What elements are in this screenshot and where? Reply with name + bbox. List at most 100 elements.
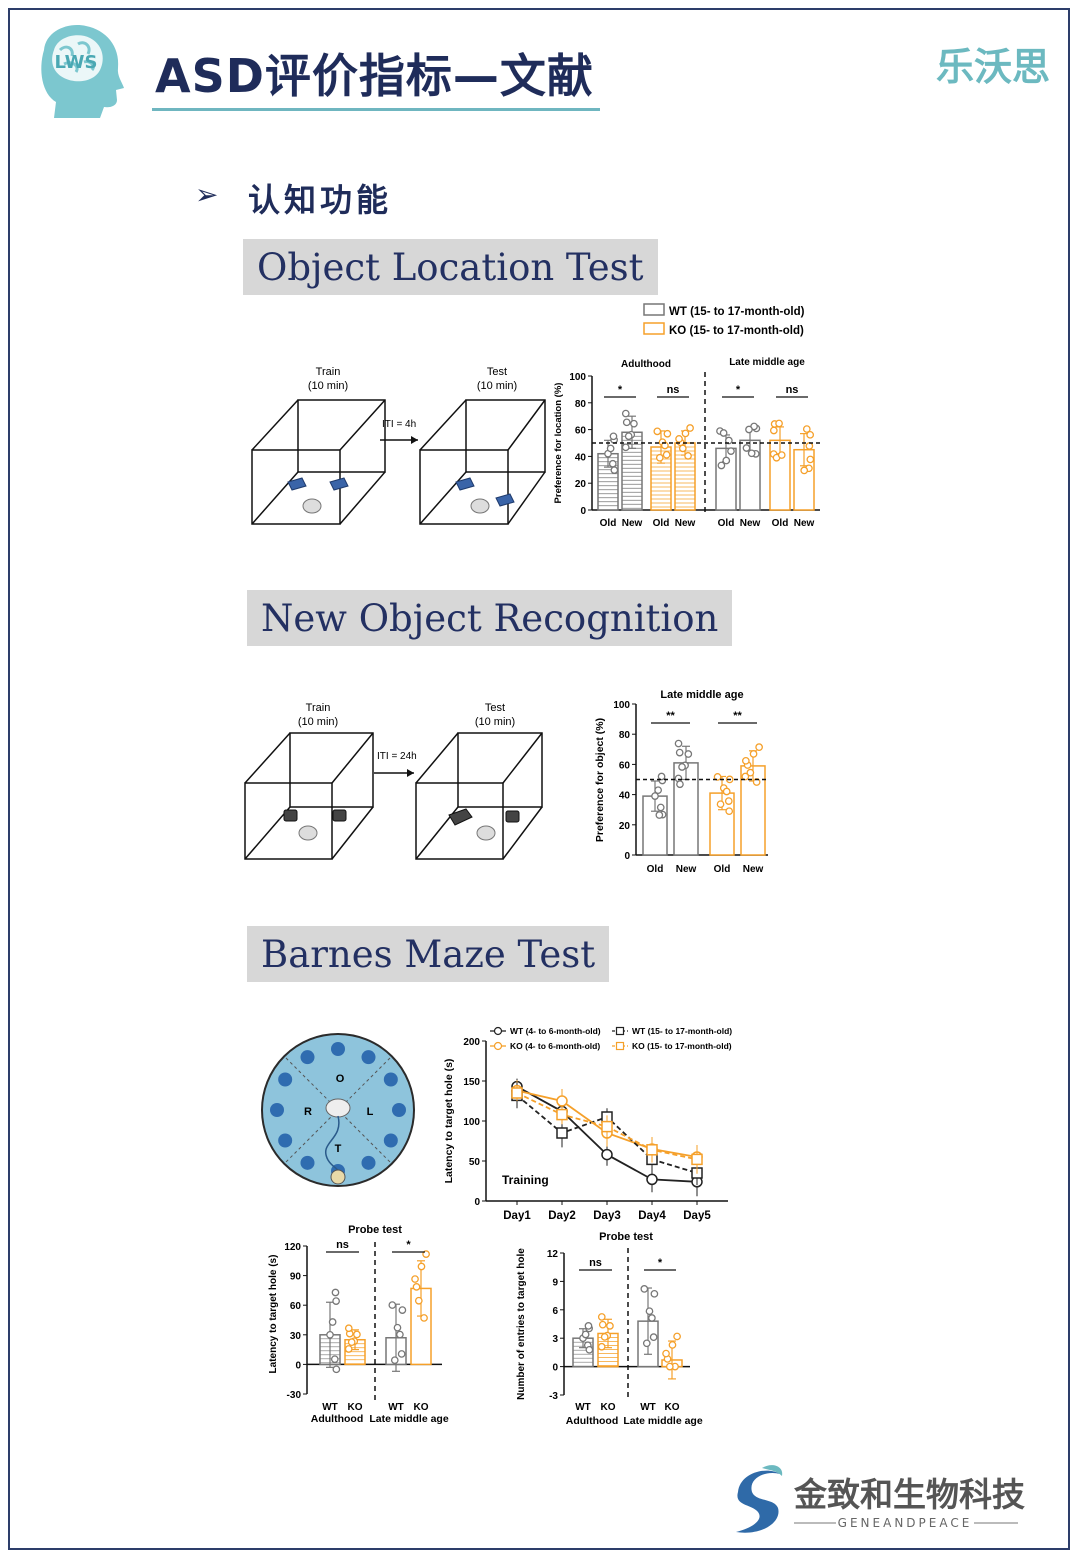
x-tick-label: WT xyxy=(640,1402,656,1413)
group-label: Late middle age xyxy=(623,1415,703,1427)
data-point xyxy=(621,443,630,452)
maze-hole xyxy=(383,1133,398,1148)
x-tick-label: Old xyxy=(714,864,731,875)
y-tick-label: 12 xyxy=(547,1249,559,1260)
chart-title: Probe test xyxy=(599,1231,653,1243)
maze-label-o: O xyxy=(336,1073,345,1085)
significance-label: ** xyxy=(666,710,675,722)
y-tick-label: 100 xyxy=(569,372,586,383)
data-point xyxy=(747,449,756,458)
x-tick-label: Old xyxy=(772,518,789,529)
data-point xyxy=(656,803,665,812)
data-point xyxy=(777,451,786,459)
x-tick-label: New xyxy=(794,518,815,529)
olt-train-label: Train xyxy=(316,366,341,378)
nor-iti-label: ITI = 24h xyxy=(377,751,417,762)
data-point xyxy=(556,1095,568,1107)
data-point xyxy=(414,1296,423,1305)
x-tick-label: KO xyxy=(348,1402,363,1413)
group-label: Adulthood xyxy=(621,359,671,370)
data-point xyxy=(332,1297,340,1305)
data-point xyxy=(645,1307,654,1316)
y-tick-label: 100 xyxy=(463,1117,480,1128)
maze-hole xyxy=(392,1103,406,1117)
y-tick-label: 6 xyxy=(552,1306,558,1317)
data-point xyxy=(417,1262,426,1271)
y-tick-label: 50 xyxy=(469,1157,481,1168)
x-tick-label: New xyxy=(743,864,764,875)
y-tick-label: 100 xyxy=(613,700,630,711)
x-tick-label: Day3 xyxy=(593,1210,621,1222)
maze-hole xyxy=(361,1155,376,1170)
maze-hole xyxy=(361,1050,376,1065)
y-tick-label: 40 xyxy=(575,452,587,463)
chart-annotation: Training xyxy=(502,1173,549,1187)
x-tick-label: New xyxy=(676,864,697,875)
y-axis-label: Latency to target hole (s) xyxy=(268,1255,279,1374)
data-point xyxy=(745,425,753,434)
y-tick-label: 20 xyxy=(575,479,587,490)
group-label: Adulthood xyxy=(311,1413,363,1425)
title-underline xyxy=(152,108,600,111)
x-tick-label: Day2 xyxy=(548,1210,576,1222)
logo-text: LWS xyxy=(55,52,98,73)
data-point xyxy=(648,1314,656,1322)
bullet-arrow-icon: ➢ xyxy=(195,178,219,211)
data-point xyxy=(713,773,722,781)
data-point xyxy=(724,797,733,805)
data-point xyxy=(420,1314,428,1322)
legend-label-wt: WT (15- to 17-month-old) xyxy=(669,306,805,318)
data-point xyxy=(598,1320,607,1329)
data-point xyxy=(649,1333,658,1342)
legend-label: KO (4- to 6-month-old) xyxy=(510,1041,600,1051)
y-tick-label: -30 xyxy=(287,1390,302,1401)
legend-label: KO (15- to 17-month-old) xyxy=(632,1041,732,1051)
data-point xyxy=(675,435,683,443)
data-point xyxy=(328,1318,337,1326)
data-point xyxy=(684,750,693,758)
barnes-maze-schematic: O R L T xyxy=(261,1033,415,1187)
data-point xyxy=(556,1127,568,1139)
y-axis-label: Preference for location (%) xyxy=(553,383,564,504)
y-tick-label: 90 xyxy=(290,1272,302,1283)
nor-schematic: Train (10 min) Test (10 min) ITI = 24h xyxy=(244,702,543,860)
y-tick-label: 30 xyxy=(290,1331,302,1342)
nor-section-label: New Object Recognition xyxy=(247,590,733,646)
maze-label-r: R xyxy=(304,1106,312,1118)
maze-label-l: L xyxy=(367,1106,374,1118)
data-point xyxy=(330,1355,339,1364)
olt-section-label: Object Location Test xyxy=(243,239,658,295)
y-axis-label: Preference for object (%) xyxy=(594,718,606,842)
footer-company-en: GENEANDPEACE xyxy=(838,1516,973,1530)
legend-label-ko: KO (15- to 17-month-old) xyxy=(669,325,804,337)
data-point xyxy=(651,792,659,800)
data-point xyxy=(397,1350,406,1358)
olt-chart: WT (15- to 17-month-old) KO (15- to 17-mo… xyxy=(553,303,820,529)
data-point xyxy=(600,1333,609,1341)
data-point xyxy=(657,772,666,781)
data-point xyxy=(674,739,683,748)
data-point xyxy=(396,1330,404,1339)
significance-label: * xyxy=(406,1239,411,1251)
data-point xyxy=(716,800,725,809)
data-point xyxy=(646,1144,658,1156)
bmt-section-label: Barnes Maze Test xyxy=(247,926,610,982)
y-tick-label: 60 xyxy=(575,426,587,437)
data-point xyxy=(742,756,750,765)
group-label: Late middle age xyxy=(729,357,805,368)
x-tick-label: WT xyxy=(322,1402,338,1413)
x-tick-label: Old xyxy=(718,518,735,529)
data-point xyxy=(624,432,633,441)
chart-title: Late middle age xyxy=(660,689,743,701)
x-tick-label: New xyxy=(675,518,696,529)
data-point xyxy=(331,1288,340,1297)
data-point xyxy=(665,1362,674,1371)
data-point xyxy=(353,1330,361,1339)
slide-frame xyxy=(8,8,1070,1550)
data-point xyxy=(675,748,684,757)
page-title: ASD评价指标—文献 xyxy=(155,49,594,103)
maze-hole xyxy=(278,1072,293,1087)
olt-arrow-head-icon xyxy=(411,436,418,444)
legend-marker xyxy=(493,1026,503,1036)
data-point xyxy=(608,459,617,468)
